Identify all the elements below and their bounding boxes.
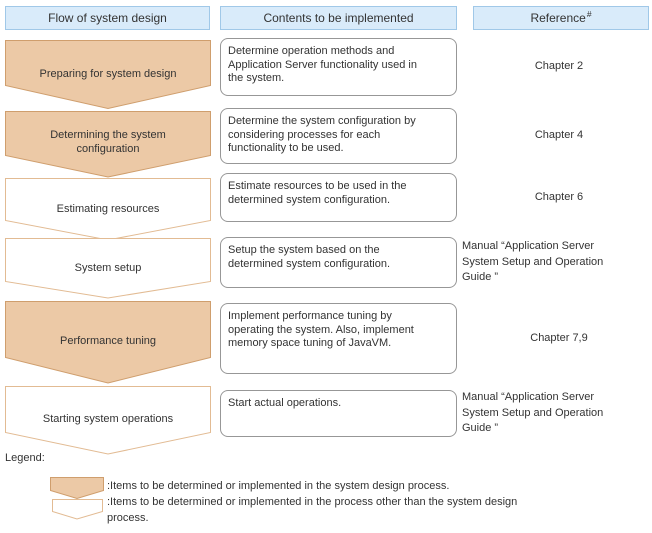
header-contents-to-be-implemented: Contents to be implemented xyxy=(220,6,457,30)
header-reference: Reference# xyxy=(473,6,649,30)
header-contents-label: Contents to be implemented xyxy=(263,11,414,25)
content-box-3: Estimate resources to be used in the det… xyxy=(220,173,457,222)
content-box-6: Start actual operations. xyxy=(220,390,457,437)
header-reference-label: Reference xyxy=(530,11,586,25)
header-flow-of-system-design: Flow of system design xyxy=(5,6,210,30)
step-chevron-estimating-resources xyxy=(5,178,211,241)
header-flow-label: Flow of system design xyxy=(48,11,167,25)
content-box-5: Implement performance tuning by operatin… xyxy=(220,303,457,374)
reference-3: Chapter 6 xyxy=(534,190,584,203)
legend-item-outline-text: :Items to be determined or implemented i… xyxy=(107,496,518,524)
reference-1: Chapter 2 xyxy=(534,60,584,73)
legend-item-filled-text: :Items to be determined or implemented i… xyxy=(107,480,450,492)
legend-title: Legend: xyxy=(5,452,45,464)
content-box-1: Determine operation methods and Applicat… xyxy=(220,38,457,96)
content-box-4: Setup the system based on the determined… xyxy=(220,237,457,288)
legend-chevron-outline xyxy=(52,499,103,520)
content-box-2: Determine the system configuration by co… xyxy=(220,108,457,164)
step-chevron-performance-tuning xyxy=(5,301,211,384)
step-chevron-system-setup xyxy=(5,238,211,299)
reference-4: Manual “Application Server System Setup … xyxy=(462,240,604,284)
step-chevron-starting-operations xyxy=(5,386,211,455)
legend-chevron-filled xyxy=(50,477,104,500)
step-chevron-determining-configuration xyxy=(5,111,211,178)
reference-2: Chapter 4 xyxy=(534,129,584,142)
step-chevron-preparing xyxy=(5,40,211,110)
reference-5: Chapter 7,9 xyxy=(530,331,588,344)
reference-6: Manual “Application Server System Setup … xyxy=(462,391,604,435)
